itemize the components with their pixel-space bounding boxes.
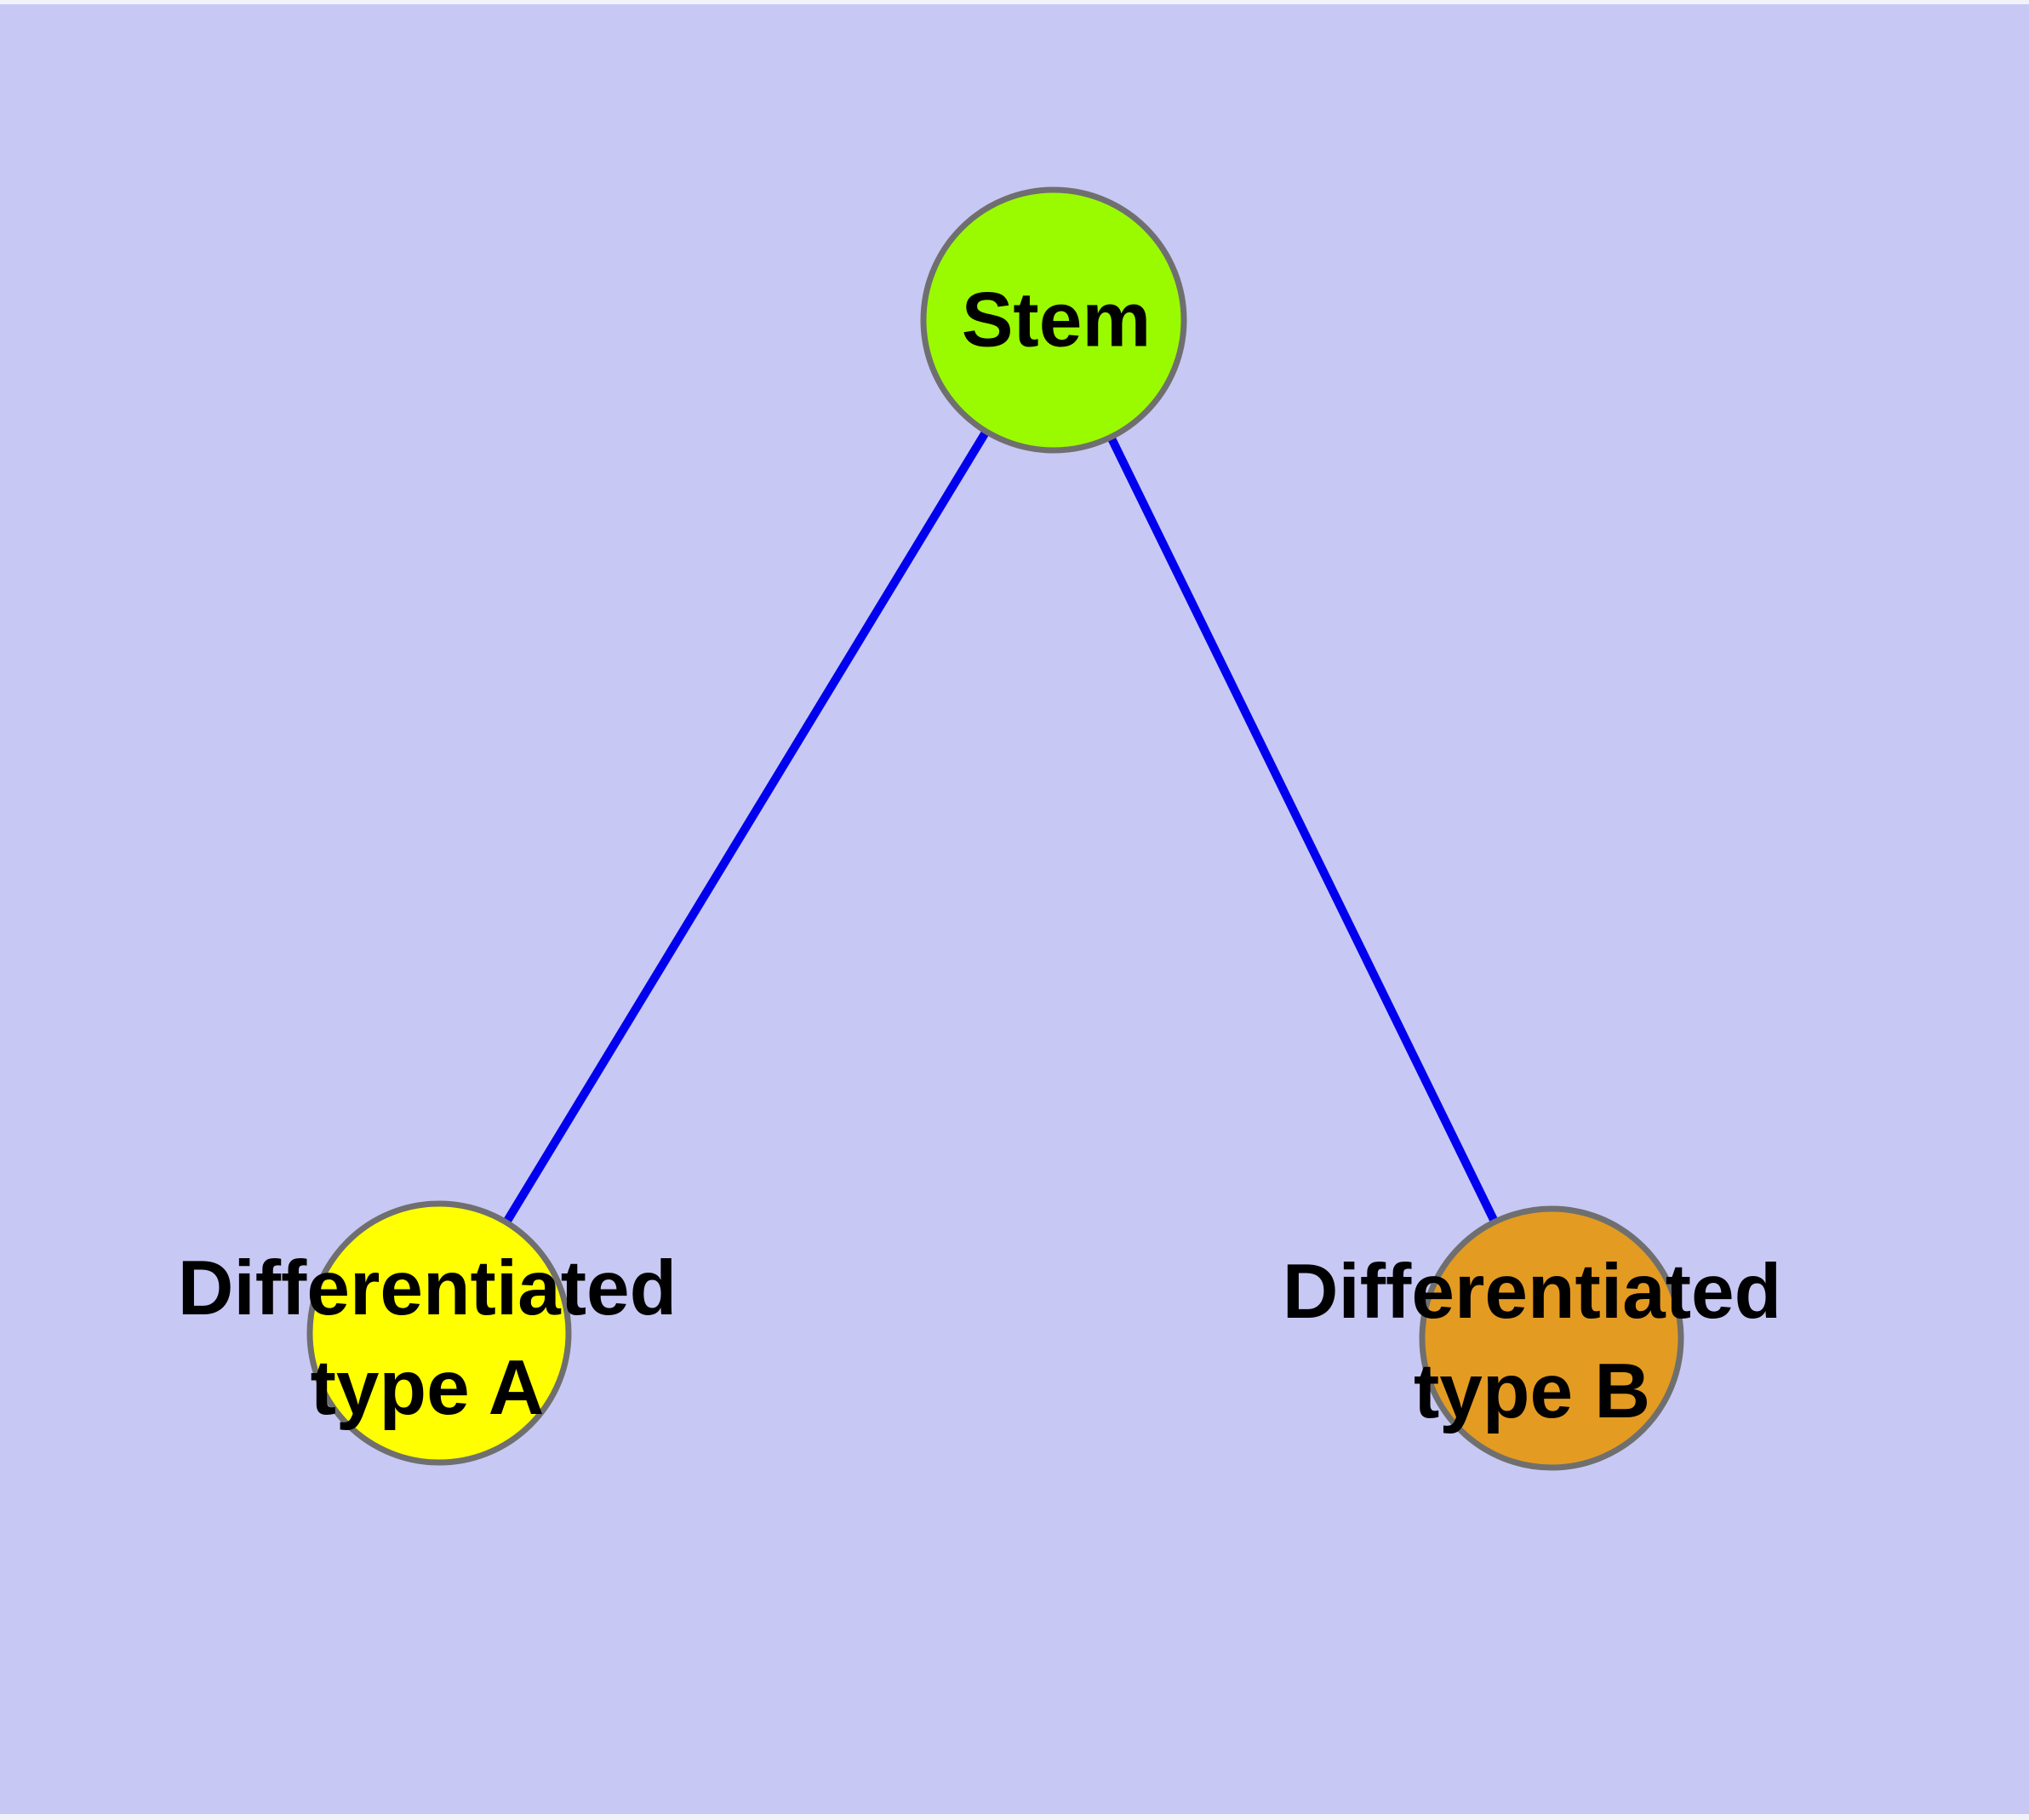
node-label-type-b-line2: type B [1413,1348,1651,1434]
node-label-type-a-line2: type A [310,1345,545,1431]
graph-svg [306,186,1684,1471]
node-stem [920,186,1187,454]
edge-stem-to-type-a [435,318,1058,1336]
node-label-type-a-line1: Differentiated [177,1245,677,1331]
edge-stem-to-type-b [1049,318,1556,1341]
node-label-type-b-line1: Differentiated [1282,1249,1782,1335]
diagram-canvas: Stem Differentiated type A Differentiate… [0,4,2029,1814]
node-label-stem-line1: Stem [961,277,1152,363]
node-label-differentiated-type-b: Differentiated type B [1283,1242,1782,1441]
node-label-differentiated-type-a: Differentiated type A [178,1239,677,1438]
node-differentiated-type-b [1419,1205,1684,1471]
node-label-stem: Stem [962,271,1152,370]
node-differentiated-type-a [306,1200,572,1466]
